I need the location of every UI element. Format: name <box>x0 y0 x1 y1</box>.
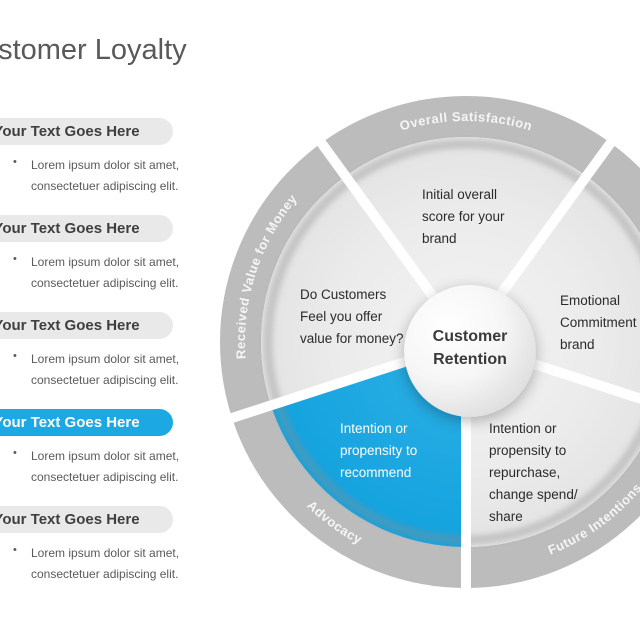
heading-label: Your Text Goes Here <box>0 123 140 140</box>
bullet-icon: • <box>13 350 17 362</box>
bullet-icon: • <box>13 253 17 265</box>
heading-label: Your Text Goes Here <box>0 220 140 237</box>
bullet-icon: • <box>13 156 17 168</box>
heading-pill: Your Text Goes Here <box>0 312 173 339</box>
segment-text-received-value: Do Customers Feel you offer value for mo… <box>300 287 404 346</box>
heading-pill: Your Text Goes Here <box>0 215 173 242</box>
center-label: Customer Retention <box>432 328 508 368</box>
heading-pill-highlighted: Your Text Goes Here <box>0 409 173 436</box>
bullet-text: Lorem ipsum dolor sit amet, consectetuer… <box>31 546 180 581</box>
bullet-text: Lorem ipsum dolor sit amet, consectetuer… <box>31 255 180 290</box>
heading-label: Your Text Goes Here <box>0 414 140 431</box>
bullet-icon: • <box>13 447 17 459</box>
segment-text-overall-satisfaction: Initial overall score for your brand <box>422 187 505 246</box>
bullet-text: Lorem ipsum dolor sit amet, consectetuer… <box>31 158 180 193</box>
heading-pill: Your Text Goes Here <box>0 506 173 533</box>
center-circle <box>404 285 536 417</box>
heading-pill: Your Text Goes Here <box>0 118 173 145</box>
segment-text-advocacy: Intention or propensity to recommend <box>340 421 418 480</box>
heading-label: Your Text Goes Here <box>0 317 140 334</box>
bullet-text: Lorem ipsum dolor sit amet, consectetuer… <box>31 352 180 387</box>
heading-label: Your Text Goes Here <box>0 511 140 528</box>
slide-title: Customer Loyalty <box>0 34 187 66</box>
segment-text-future-intentions: Intention or propensity to repurchase, c… <box>489 421 578 524</box>
segment-text-emotional-commitment: Emotional Commitment brand <box>560 293 637 352</box>
bullet-text: Lorem ipsum dolor sit amet, consectetuer… <box>31 449 180 484</box>
bullet-icon: • <box>13 544 17 556</box>
wedge-overall-satisfaction <box>345 137 587 342</box>
